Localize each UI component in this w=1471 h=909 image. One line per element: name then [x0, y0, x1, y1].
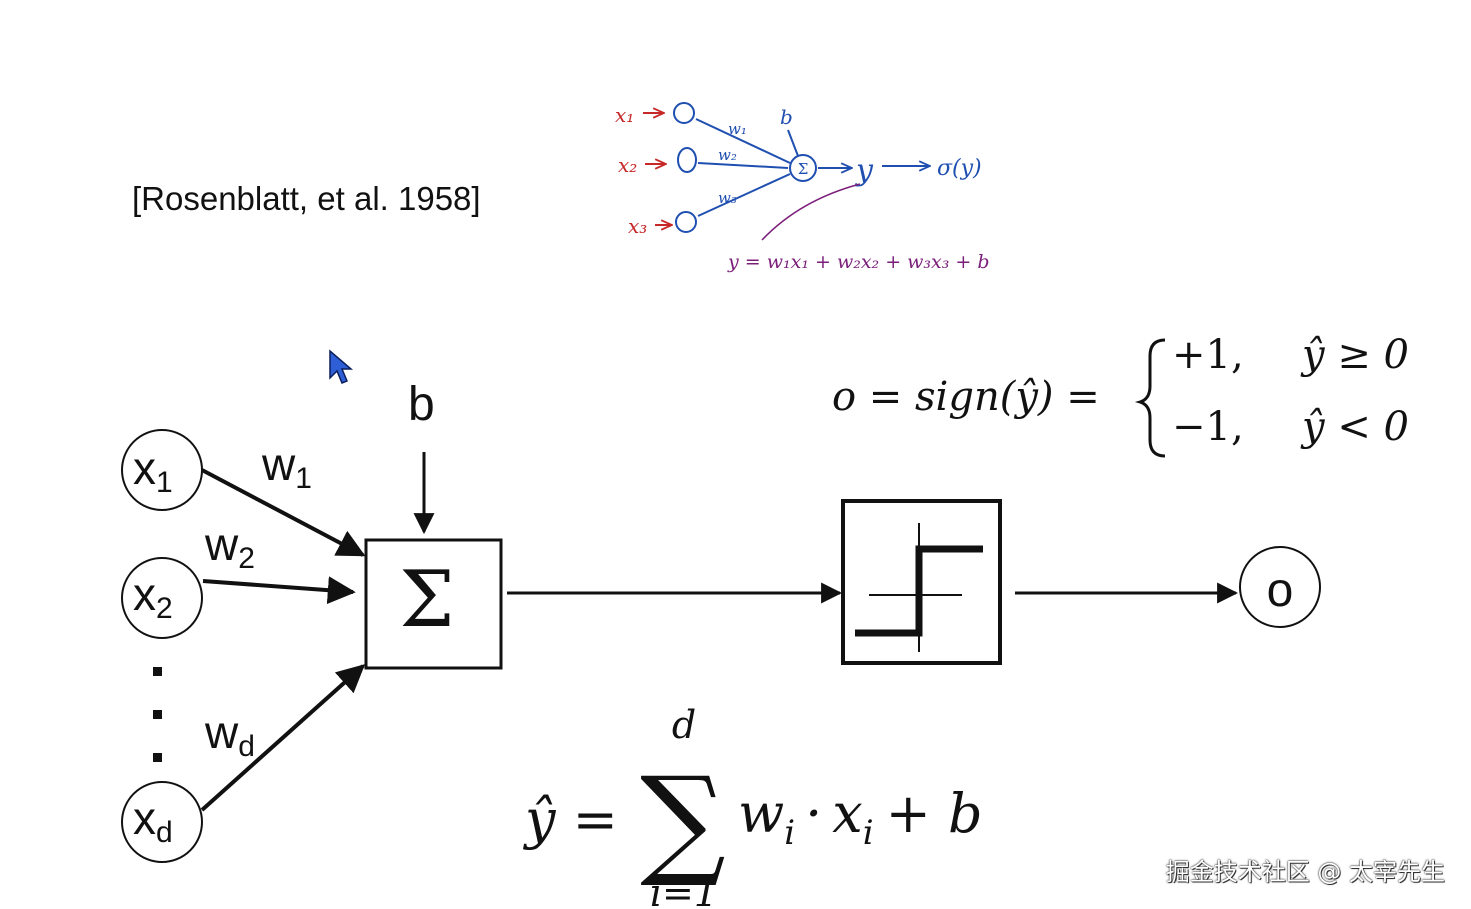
sum-formula-sigma: ∑ — [640, 752, 726, 891]
summation-box — [364, 538, 503, 670]
weight-label-w2: w2 — [204, 518, 255, 575]
output-node — [1239, 546, 1321, 628]
case1-condition: ŷ ≥ 0 — [1300, 332, 1409, 378]
sketch-input-x1: x₁ — [615, 103, 634, 127]
sum-formula-lower: i=1 — [650, 871, 718, 909]
sketch-activation: σ(y) — [937, 156, 982, 181]
edge-w1 — [201, 468, 366, 557]
sketch-edge-3 — [697, 173, 791, 217]
sum-formula-body: wi·xi+ b — [738, 782, 983, 853]
citation: [Rosenblatt, et al. 1958] — [132, 180, 481, 217]
mouse-cursor-icon — [329, 349, 354, 384]
input-label-xd: xd — [133, 792, 173, 849]
sketch-weight-w3: w₃ — [718, 189, 737, 207]
input-label-x1: x1 — [133, 442, 173, 499]
ellipsis-dot — [153, 710, 162, 719]
case2-condition: ŷ < 0 — [1300, 404, 1409, 450]
perceptron-diagram: x1 x2 xd w1 w2 wd b Σ — [121, 378, 1321, 863]
sketch-sum-node — [789, 154, 817, 182]
handwritten-sketch: x₁ x₂ x₃ w₁ w₂ w₃ b Σ y σ(y) y = w₁x₁ + … — [615, 102, 990, 273]
sum-formula-lhs: ŷ = — [523, 788, 618, 851]
sketch-bias: b — [780, 105, 793, 129]
sketch-node-3 — [675, 211, 697, 233]
bias-label: b — [408, 378, 435, 431]
sketch-edge-2 — [697, 162, 789, 169]
edge-wd — [200, 664, 366, 812]
sign-formula: o = sign(ŷ) = +1, ŷ ≥ 0 −1, ŷ < 0 — [832, 332, 1409, 458]
input-node-x2 — [121, 557, 203, 639]
weight-label-wd: wd — [204, 706, 255, 763]
sum-formula-upper: d — [672, 703, 696, 747]
sketch-equation-pointer — [761, 183, 861, 241]
sketch-output-y: y — [854, 153, 874, 188]
sketch-input-x3: x₃ — [628, 214, 647, 238]
sketch-edge-1 — [695, 118, 791, 164]
sketch-equation: y = w₁x₁ + w₂x₂ + w₃x₃ + b — [727, 251, 990, 273]
case2-value: −1, — [1172, 404, 1244, 450]
sign-formula-lhs: o = sign(ŷ) = — [832, 374, 1100, 420]
step-function-box — [841, 499, 1002, 665]
sketch-weight-w2: w₂ — [718, 146, 737, 164]
sketch-input-x2: x₂ — [618, 153, 637, 177]
ellipsis-dot — [153, 667, 162, 676]
input-label-x2: x2 — [133, 568, 173, 625]
ellipsis-dot — [153, 753, 162, 762]
sketch-node-1 — [673, 102, 695, 124]
weight-label-w1: w1 — [261, 438, 312, 495]
edge-w2 — [202, 576, 356, 605]
input-node-xd — [121, 781, 203, 863]
sketch-bias-line — [787, 129, 799, 157]
step-function-icon — [855, 523, 983, 652]
output-label: o — [1267, 564, 1294, 617]
summation-symbol: Σ — [399, 555, 454, 645]
watermark: 掘金技术社区 @ 太宰先生 — [1165, 858, 1445, 886]
sketch-weight-w1: w₁ — [728, 120, 747, 138]
case1-value: +1, — [1172, 332, 1244, 378]
sketch-node-2 — [677, 147, 697, 173]
sketch-sum-symbol: Σ — [798, 160, 809, 178]
sum-formula: ŷ = ∑ d i=1 wi·xi+ b — [523, 703, 983, 909]
cases-brace — [1134, 338, 1166, 458]
